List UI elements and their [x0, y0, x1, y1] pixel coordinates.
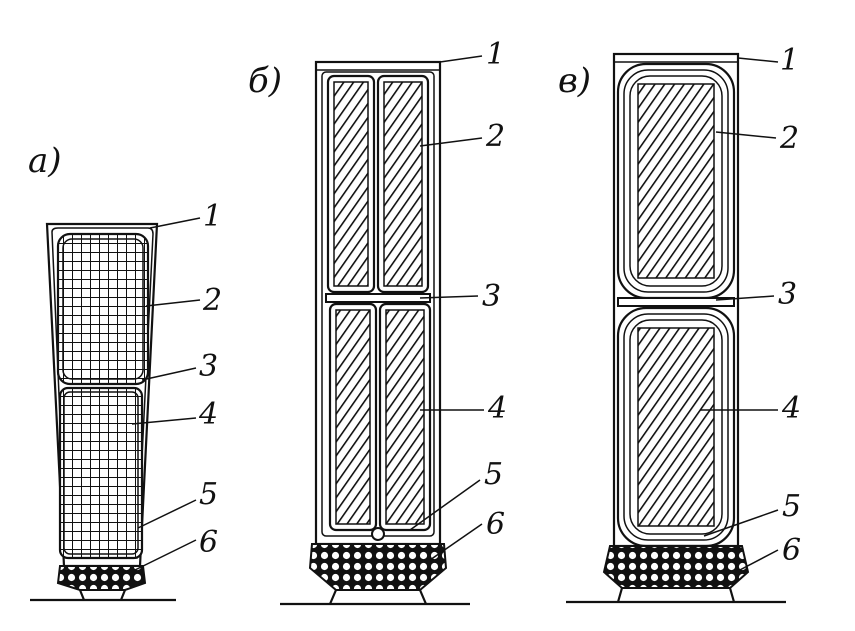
- panel-b-label-5: 5: [484, 457, 503, 492]
- panel-a-lower-coil-inner: [63, 391, 139, 555]
- panel-b-filler: [371, 527, 385, 541]
- panel-b-separator: [325, 293, 431, 303]
- panel-c-label-2: 2: [779, 121, 799, 156]
- panel-b-label-1: 1: [486, 37, 505, 72]
- panel-a-insulation: [51, 227, 154, 559]
- panel-a-lower-coil: [58, 386, 144, 560]
- panel-c-label-6: 6: [782, 533, 801, 568]
- panel-b-upper-left-conductors: [333, 81, 369, 287]
- panel-c-lower-coil-outer: [616, 306, 736, 548]
- panel-c-separator: [617, 297, 735, 307]
- panel-b-lower-left-conductors: [335, 309, 371, 525]
- panel-c-label-1: 1: [780, 43, 799, 78]
- panel-c-title: в): [558, 61, 591, 101]
- panel-a-wedge: [56, 565, 147, 591]
- panel-a-label-4: 4: [198, 397, 218, 432]
- panel-a-label-6: 6: [199, 525, 218, 560]
- panel-c-leader-6: [735, 549, 779, 573]
- panel-a-label-5: 5: [199, 477, 218, 512]
- panel-b-title: б): [248, 61, 282, 101]
- panel-a-leader-4: [131, 417, 197, 425]
- panel-b-label-4: 4: [487, 391, 507, 426]
- panel-c-leader-1: [737, 57, 779, 63]
- panel-c-upper-coil-mid: [623, 69, 729, 293]
- panel-a: а) 1 2 3 4 5 6: [28, 141, 222, 602]
- panel-c-leader-5: [703, 509, 779, 537]
- panel-c-lower-coil-inner: [629, 319, 723, 535]
- panel-a-title: а): [28, 141, 62, 181]
- panel-a-leader-2: [145, 299, 201, 307]
- panel-a-label-1: 1: [203, 199, 222, 234]
- panel-a-label-2: 2: [202, 283, 222, 318]
- panel-c-label-5: 5: [782, 489, 801, 524]
- panel-c-wedge: [602, 545, 750, 589]
- panel-c-label-3: 3: [778, 277, 797, 312]
- panel-c: в) 1 2 3 4 5 6: [558, 43, 801, 604]
- panel-a-leader-3: [141, 367, 197, 381]
- panel-a-leader-5: [137, 499, 197, 529]
- panel-a-leader-1: [149, 217, 201, 229]
- panel-c-upper-coil-inner: [629, 75, 723, 287]
- panel-b-leader-6: [429, 523, 483, 561]
- panel-c-label-4: 4: [781, 391, 801, 426]
- panel-a-label-3: 3: [199, 349, 218, 384]
- panel-b-leader-1: [439, 55, 483, 63]
- panel-c-upper-conductors: [637, 83, 715, 279]
- panel-b-label-6: 6: [486, 507, 505, 542]
- panel-b: б) 1 2 3 4 5 6: [248, 37, 507, 606]
- panel-b-neck: [328, 589, 428, 605]
- panel-b-label-2: 2: [485, 119, 505, 154]
- panel-a-upper-coil: [56, 232, 150, 386]
- panel-b-leader-3: [419, 295, 479, 299]
- panel-b-leader-5: [409, 479, 481, 531]
- panel-c-lower-coil-mid: [623, 313, 729, 541]
- panel-b-wedge: [308, 543, 448, 591]
- panel-a-upper-coil-inner: [62, 238, 144, 380]
- panel-b-label-3: 3: [482, 279, 501, 314]
- panel-c-neck: [616, 587, 736, 603]
- panel-a-neck: [78, 589, 127, 601]
- panel-b-upper-right-conductors: [383, 81, 423, 287]
- panel-b-leader-2: [419, 137, 483, 147]
- panel-b-lower-right-conductors: [385, 309, 425, 525]
- panel-a-leader-6: [134, 539, 197, 571]
- panel-c-leader-2: [715, 131, 777, 139]
- panel-c-lower-conductors: [637, 327, 715, 527]
- panel-c-leader-3: [715, 295, 775, 301]
